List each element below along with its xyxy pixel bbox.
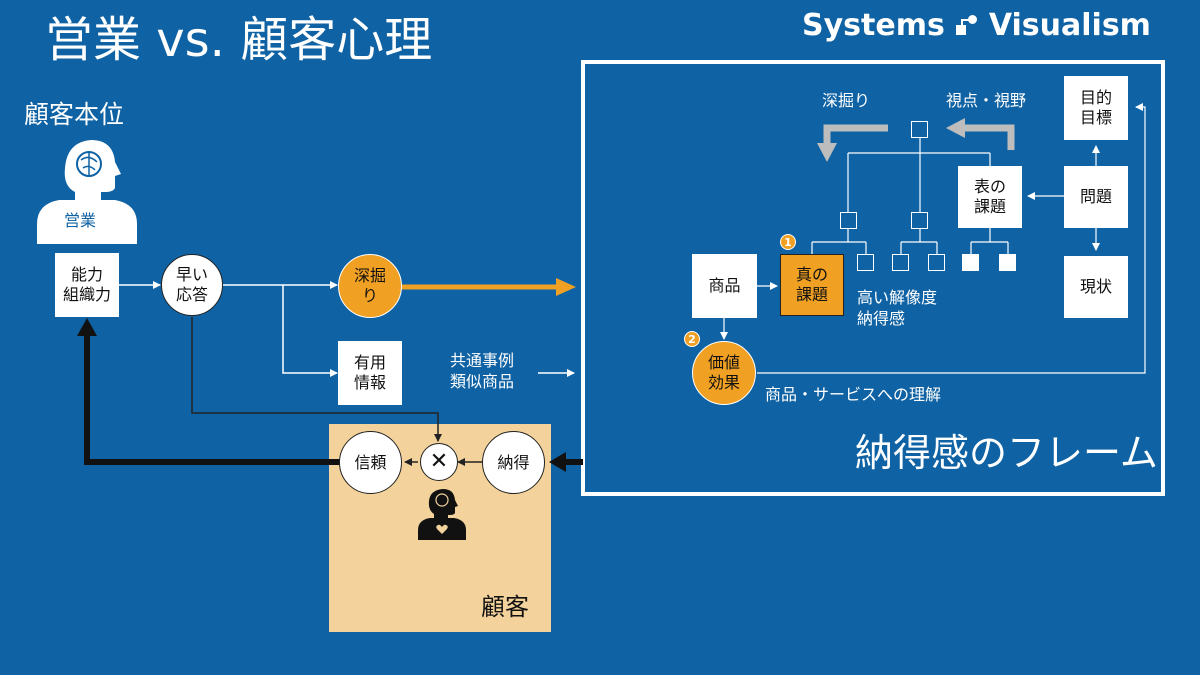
useful-info-note: 共通事例 類似商品 (450, 351, 514, 393)
tree-node-middle (911, 212, 928, 229)
tree-leaf-3 (928, 254, 945, 271)
useful-info-line-2: 情報 (353, 373, 386, 392)
tree-leaf-4 (962, 254, 979, 271)
tree-leaf-2 (892, 254, 909, 271)
orange-arrow-head (556, 278, 576, 296)
frame-title: 納得感のフレーム (855, 431, 1158, 475)
connector-to-useful-info (282, 285, 338, 377)
value-effect-line-1: 価値 (707, 353, 740, 372)
brand-right: Visualism (988, 8, 1151, 43)
sales-head-icon (37, 134, 137, 244)
satisfaction-node: 納得 (482, 431, 545, 494)
true-issue-box: 真の 課題 (780, 254, 844, 316)
tree-leaf-5 (999, 254, 1016, 271)
goal-line-1: 目的 (1079, 88, 1112, 107)
surface-issue-line-2: 課題 (973, 197, 1006, 216)
true-issue-badge: 1 (780, 234, 796, 250)
true-issue-note-1: 高い解像度 (857, 288, 938, 307)
black-arrow-head-satisfaction (549, 452, 566, 472)
frame-viewpoint-label: 視点・視野 (946, 91, 1027, 110)
gray-arrow-viewpoint (963, 124, 1015, 150)
useful-info-line-1: 有用 (353, 353, 386, 372)
brand-icon (953, 13, 981, 39)
quick-response-line-1: 早い (175, 265, 208, 284)
trust-label: 信頼 (354, 452, 387, 472)
useful-info-note-2: 類似商品 (450, 371, 515, 391)
problem-label: 問題 (1079, 187, 1112, 206)
trust-node: 信頼 (339, 431, 402, 494)
goal-line-2: 目標 (1079, 108, 1112, 127)
black-arrow-head-ability (77, 318, 97, 336)
cross-icon: ✕ (429, 449, 449, 475)
frame-deep-dig-label: 深掘り (822, 91, 871, 110)
goal-box: 目的 目標 (1064, 76, 1128, 140)
value-effect-note: 商品・サービスへの理解 (765, 385, 942, 404)
current-state-label: 現状 (1079, 277, 1112, 296)
deep-dig-node: 深掘 り (338, 254, 402, 318)
product-box: 商品 (692, 254, 757, 318)
connector-value-to-goal (757, 103, 1146, 374)
true-issue-line-1: 真の (795, 265, 828, 284)
true-issue-note-2: 納得感 (857, 308, 906, 328)
value-effect-badge: 2 (684, 331, 700, 347)
gray-arrow-deepdig (823, 124, 888, 146)
useful-info-note-1: 共通事例 (450, 351, 515, 370)
quick-response-line-2: 応答 (175, 285, 208, 304)
quick-response-node: 早い 応答 (161, 254, 223, 316)
frame-border (581, 60, 1165, 496)
customer-label: 顧客 (481, 593, 529, 621)
surface-issue-line-1: 表の (973, 177, 1006, 196)
tree-leaf-1 (857, 254, 874, 271)
brand-logo: Systems Visualism (802, 9, 1151, 42)
page-title: 営業 vs. 顧客心理 (45, 12, 433, 68)
brand-left: Systems (802, 8, 945, 43)
customer-head-icon (418, 488, 466, 540)
black-feedback-loop (84, 336, 340, 465)
tree-root-node (911, 121, 928, 138)
ability-box: 能力 組織力 (55, 253, 119, 317)
cross-node: ✕ (420, 443, 458, 481)
section-title: 顧客本位 (24, 100, 125, 129)
true-issue-note: 高い解像度 納得感 (857, 288, 937, 330)
useful-info-box: 有用 情報 (338, 341, 402, 405)
sales-label: 営業 (64, 211, 97, 230)
deep-dig-line-1: 深掘 (353, 266, 386, 285)
true-issue-line-2: 課題 (795, 285, 828, 304)
current-state-box: 現状 (1064, 256, 1128, 318)
value-effect-line-2: 効果 (707, 373, 740, 392)
surface-issue-box: 表の 課題 (958, 166, 1022, 228)
deep-dig-line-2: り (361, 286, 378, 305)
product-label: 商品 (708, 276, 741, 295)
ability-line-2: 組織力 (62, 285, 111, 304)
ability-line-1: 能力 (70, 265, 103, 284)
connector-response-to-cross (191, 317, 442, 442)
satisfaction-label: 納得 (497, 452, 530, 472)
tree-node-left (840, 212, 857, 229)
value-effect-node: 価値 効果 (692, 341, 756, 405)
problem-box: 問題 (1064, 166, 1128, 228)
